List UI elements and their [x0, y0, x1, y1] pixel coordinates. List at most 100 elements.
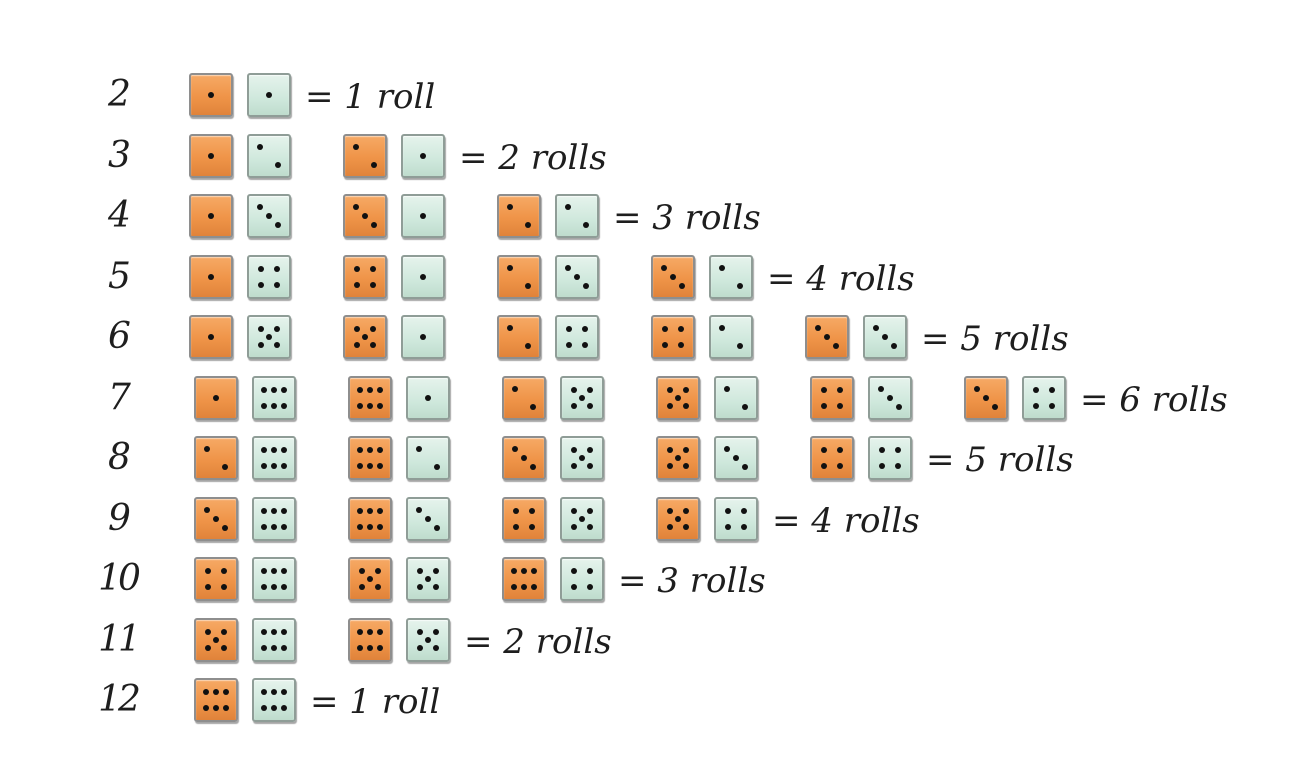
die-mint-two-icon — [247, 134, 291, 178]
die-pip — [895, 463, 901, 469]
die-pip — [367, 645, 373, 651]
die-pip — [362, 213, 368, 219]
die-pip — [357, 463, 363, 469]
die-pip — [683, 463, 689, 469]
die-pip — [375, 568, 381, 574]
die-pip — [582, 282, 589, 289]
die-pip — [529, 524, 535, 530]
die-pip — [821, 447, 827, 453]
die-pip — [213, 689, 219, 695]
die-pip — [878, 386, 885, 393]
die-orange-three-icon — [651, 255, 695, 299]
die-pip — [281, 629, 287, 635]
die-orange-six-icon — [194, 678, 238, 722]
die-pip — [582, 342, 588, 348]
die-pip — [261, 387, 267, 393]
die-pip — [281, 568, 287, 574]
die-pip — [281, 447, 287, 453]
die-pip — [223, 705, 229, 711]
die-pip — [375, 584, 381, 590]
die-pip — [271, 524, 277, 530]
die-pip — [266, 92, 272, 98]
die-mint-one-icon — [401, 255, 445, 299]
die-orange-four-icon — [343, 255, 387, 299]
die-mint-six-icon — [252, 376, 296, 420]
die-pip — [257, 204, 264, 211]
die-pip — [529, 463, 536, 470]
die-mint-five-icon — [560, 436, 604, 480]
die-pip — [271, 508, 277, 514]
die-pip — [741, 403, 748, 410]
die-pip — [281, 705, 287, 711]
die-orange-three-icon — [343, 194, 387, 238]
die-pip — [205, 584, 211, 590]
die-mint-one-icon — [401, 194, 445, 238]
sum-label: 3 — [108, 135, 131, 176]
die-pip — [281, 584, 287, 590]
die-orange-six-icon — [348, 436, 392, 480]
die-mint-four-icon — [560, 557, 604, 601]
die-pip — [213, 395, 219, 401]
roll-count-label: = 3 rolls — [613, 198, 761, 238]
die-pip — [281, 689, 287, 695]
die-mint-two-icon — [406, 436, 450, 480]
die-pip — [571, 447, 577, 453]
die-pip — [213, 637, 219, 643]
die-mint-four-icon — [1022, 376, 1066, 420]
die-orange-six-icon — [502, 557, 546, 601]
die-mint-one-icon — [401, 315, 445, 359]
die-pip — [271, 584, 277, 590]
die-pip — [367, 403, 373, 409]
die-pip — [213, 705, 219, 711]
die-mint-four-icon — [247, 255, 291, 299]
die-pip — [433, 463, 440, 470]
die-orange-three-icon — [194, 497, 238, 541]
die-pip — [507, 265, 514, 272]
die-pip — [357, 447, 363, 453]
die-mint-one-icon — [406, 376, 450, 420]
die-pip — [565, 204, 572, 211]
roll-count-label: = 2 rolls — [459, 138, 607, 178]
die-pip — [821, 387, 827, 393]
die-pip — [815, 325, 822, 332]
die-pip — [357, 629, 363, 635]
sum-label: 12 — [98, 679, 141, 720]
die-orange-five-icon — [348, 557, 392, 601]
die-pip — [1049, 387, 1055, 393]
die-pip — [261, 705, 267, 711]
die-pip — [274, 282, 280, 288]
roll-count-label: = 1 roll — [310, 682, 441, 722]
die-pip — [574, 274, 580, 280]
die-pip — [271, 645, 277, 651]
die-pip — [667, 403, 673, 409]
die-pip — [357, 387, 363, 393]
die-pip — [367, 576, 373, 582]
die-pip — [271, 689, 277, 695]
die-pip — [416, 507, 423, 514]
die-pip — [1033, 403, 1039, 409]
die-pip — [433, 629, 439, 635]
die-pip — [266, 213, 272, 219]
die-pip — [377, 447, 383, 453]
die-pip — [587, 524, 593, 530]
die-pip — [879, 463, 885, 469]
die-pip — [281, 508, 287, 514]
die-mint-five-icon — [560, 376, 604, 420]
die-mint-three-icon — [406, 497, 450, 541]
die-pip — [565, 265, 572, 272]
die-pip — [367, 508, 373, 514]
die-orange-six-icon — [348, 376, 392, 420]
die-orange-three-icon — [964, 376, 1008, 420]
die-pip — [370, 221, 377, 228]
die-pip — [261, 463, 267, 469]
die-pip — [208, 334, 214, 340]
die-pip — [579, 516, 585, 522]
die-pip — [571, 524, 577, 530]
die-pip — [531, 584, 537, 590]
die-mint-two-icon — [555, 194, 599, 238]
die-pip — [204, 446, 211, 453]
roll-count-label: = 4 rolls — [767, 259, 915, 299]
die-orange-four-icon — [651, 315, 695, 359]
die-mint-five-icon — [247, 315, 291, 359]
die-pip — [420, 153, 426, 159]
